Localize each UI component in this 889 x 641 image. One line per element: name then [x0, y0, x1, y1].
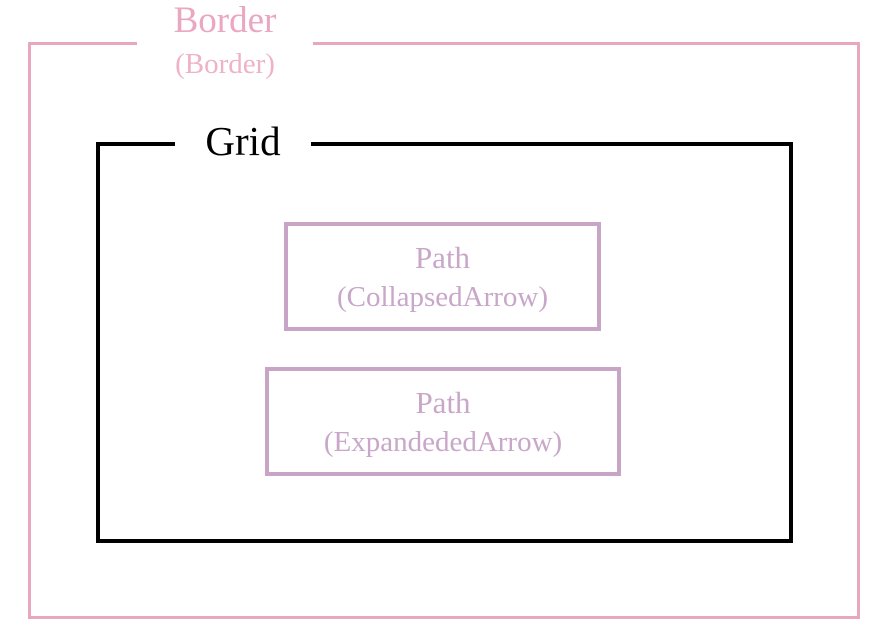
- grid-element-frame[interactable]: [96, 142, 793, 543]
- path-expandeded-arrow-name: (ExpandededArrow): [323, 425, 563, 458]
- path-collapsed-arrow-name: (CollapsedArrow): [336, 280, 548, 313]
- path-expandeded-arrow-kind: Path: [415, 384, 471, 420]
- border-element-subtitle: (Border): [175, 48, 275, 80]
- border-element-frame[interactable]: [28, 42, 860, 619]
- grid-element-title: Grid: [205, 118, 281, 164]
- border-element-title: Border: [173, 0, 277, 41]
- path-expandeded-arrow-box[interactable]: Path (ExpandededArrow): [265, 367, 621, 476]
- path-collapsed-arrow-box[interactable]: Path (CollapsedArrow): [284, 222, 601, 331]
- path-collapsed-arrow-kind: Path: [414, 239, 471, 275]
